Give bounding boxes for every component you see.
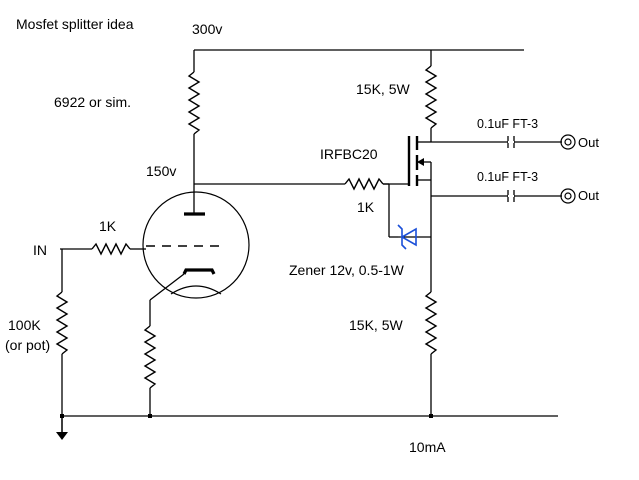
coupling-capacitor-top xyxy=(507,136,515,148)
grid-resistor-label: 1K xyxy=(99,218,117,234)
current-label: 10mA xyxy=(409,439,446,455)
grid-leak-resistor xyxy=(55,249,69,432)
tube-type-label: 6922 or sim. xyxy=(54,94,131,110)
zener-diode xyxy=(397,224,431,250)
plate-resistor xyxy=(187,50,201,184)
cathode-resistor xyxy=(143,300,157,416)
output-jack-bottom-icon xyxy=(560,188,576,204)
cap-bottom-label: 0.1uF FT-3 xyxy=(477,170,538,184)
mosfet-transistor xyxy=(383,136,562,186)
input-label: IN xyxy=(33,242,47,258)
diagram-title: Mosfet splitter idea xyxy=(16,16,134,32)
grid-leak-label: 100K xyxy=(8,317,41,333)
drain-resistor xyxy=(424,50,438,142)
source-resistor xyxy=(424,291,438,416)
zener-label: Zener 12v, 0.5-1W xyxy=(289,262,405,278)
output-top-label: Out xyxy=(578,135,599,150)
triode-tube xyxy=(142,184,250,301)
tube-cathode xyxy=(182,268,216,275)
gate-resistor-label: 1K xyxy=(357,199,375,215)
cap-top-label: 0.1uF FT-3 xyxy=(477,117,538,131)
plate-voltage-label: 150v xyxy=(146,163,176,179)
grid-leak-note: (or pot) xyxy=(5,337,50,353)
mosfet-label: IRFBC20 xyxy=(320,146,378,162)
grid-resistor xyxy=(60,242,146,256)
tube-heater xyxy=(170,285,222,295)
supply-voltage-label: 300v xyxy=(192,21,222,37)
source-resistor-label: 15K, 5W xyxy=(349,317,403,333)
output-jack-top-icon xyxy=(560,134,576,150)
ground-icon xyxy=(56,416,68,440)
drain-resistor-label: 15K, 5W xyxy=(356,81,410,97)
output-bottom-label: Out xyxy=(578,188,599,203)
junction-dots xyxy=(60,414,433,418)
tube-envelope xyxy=(142,191,250,299)
coupling-capacitor-bottom xyxy=(507,190,515,202)
